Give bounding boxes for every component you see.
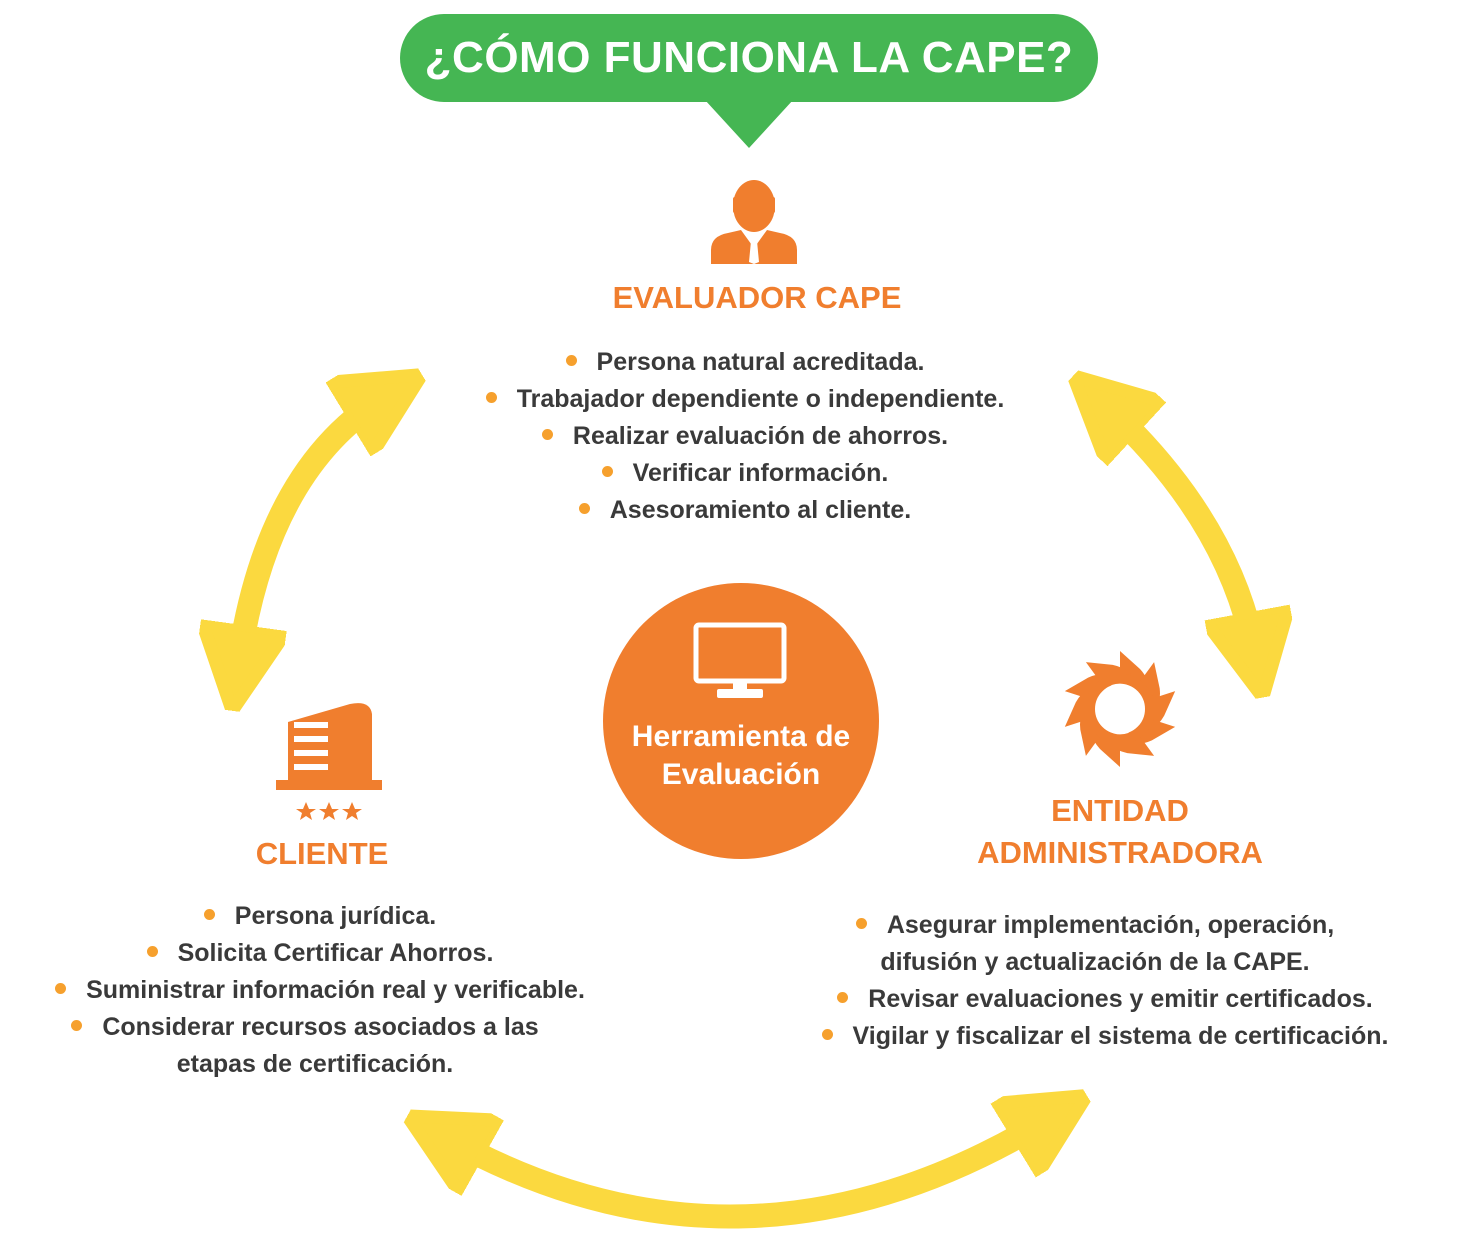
bullet-icon (146, 945, 158, 957)
list-item: Persona natural acreditada. (430, 344, 1060, 381)
center-line-1: Herramienta de (631, 720, 851, 753)
list-item: Persona jurídica. (0, 898, 640, 935)
bullet-icon (821, 1028, 833, 1040)
bullet-icon (71, 1019, 83, 1031)
building-icon (276, 703, 382, 790)
list-item: Trabajador dependiente o independiente. (430, 381, 1060, 418)
list-item: Solicita Certificar Ahorros. (0, 935, 640, 972)
arrow-evaluador-cliente (238, 397, 385, 668)
bullet-icon (855, 917, 867, 929)
list-item: Vigilar y fiscalizar el sistema de certi… (770, 1018, 1440, 1055)
swirl-logo-icon (1064, 651, 1176, 767)
list-item-continuation: etapas de certificación. (176, 1050, 454, 1078)
bullet-icon (541, 428, 553, 440)
list-item: Asegurar implementación, operación, (750, 907, 1440, 944)
bullet-icon (485, 391, 497, 403)
list-item: Considerar recursos asociados a las (0, 1009, 640, 1046)
entidad-list: Asegurar implementación, operación, difu… (770, 907, 1440, 1055)
cliente-heading: CLIENTE (255, 836, 389, 871)
title-bubble: ¿CÓMO FUNCIONA LA CAPE? (400, 14, 1098, 148)
bullet-icon (565, 354, 577, 366)
bullet-icon (55, 982, 67, 994)
bullet-icon (837, 991, 849, 1003)
list-item-continuation: difusión y actualización de la CAPE. (880, 948, 1310, 976)
bullet-icon (601, 465, 613, 477)
list-item: Realizar evaluación de ahorros. (430, 418, 1060, 455)
evaluador-list: Persona natural acreditada. Trabajador d… (430, 344, 1060, 529)
person-icon (711, 180, 797, 264)
list-item: Verificar información. (430, 455, 1060, 492)
entidad-heading-line-1: ENTIDAD (1051, 793, 1189, 828)
entidad-heading: ENTIDAD ADMINISTRADORA (920, 790, 1320, 874)
cliente-list: Persona jurídica. Solicita Certificar Ah… (0, 898, 640, 1083)
list-item: Suministrar información real y verificab… (0, 972, 640, 1009)
list-item: Revisar evaluaciones y emitir certificad… (770, 981, 1440, 1018)
center-line-2: Evaluación (661, 758, 821, 791)
bullet-icon (203, 908, 215, 920)
arrow-evaluador-entidad (1105, 405, 1255, 655)
center-tool-label: Herramienta de Evaluación (603, 718, 879, 794)
list-item: Asesoramiento al cliente. (430, 492, 1060, 529)
arrow-cliente-entidad (445, 1118, 1050, 1229)
evaluador-heading: EVALUADOR CAPE (612, 280, 902, 315)
stars-icon (296, 802, 362, 820)
entidad-heading-line-2: ADMINISTRADORA (977, 835, 1263, 870)
bullet-icon (578, 502, 590, 514)
page-title: ¿CÓMO FUNCIONA LA CAPE? (424, 33, 1074, 82)
